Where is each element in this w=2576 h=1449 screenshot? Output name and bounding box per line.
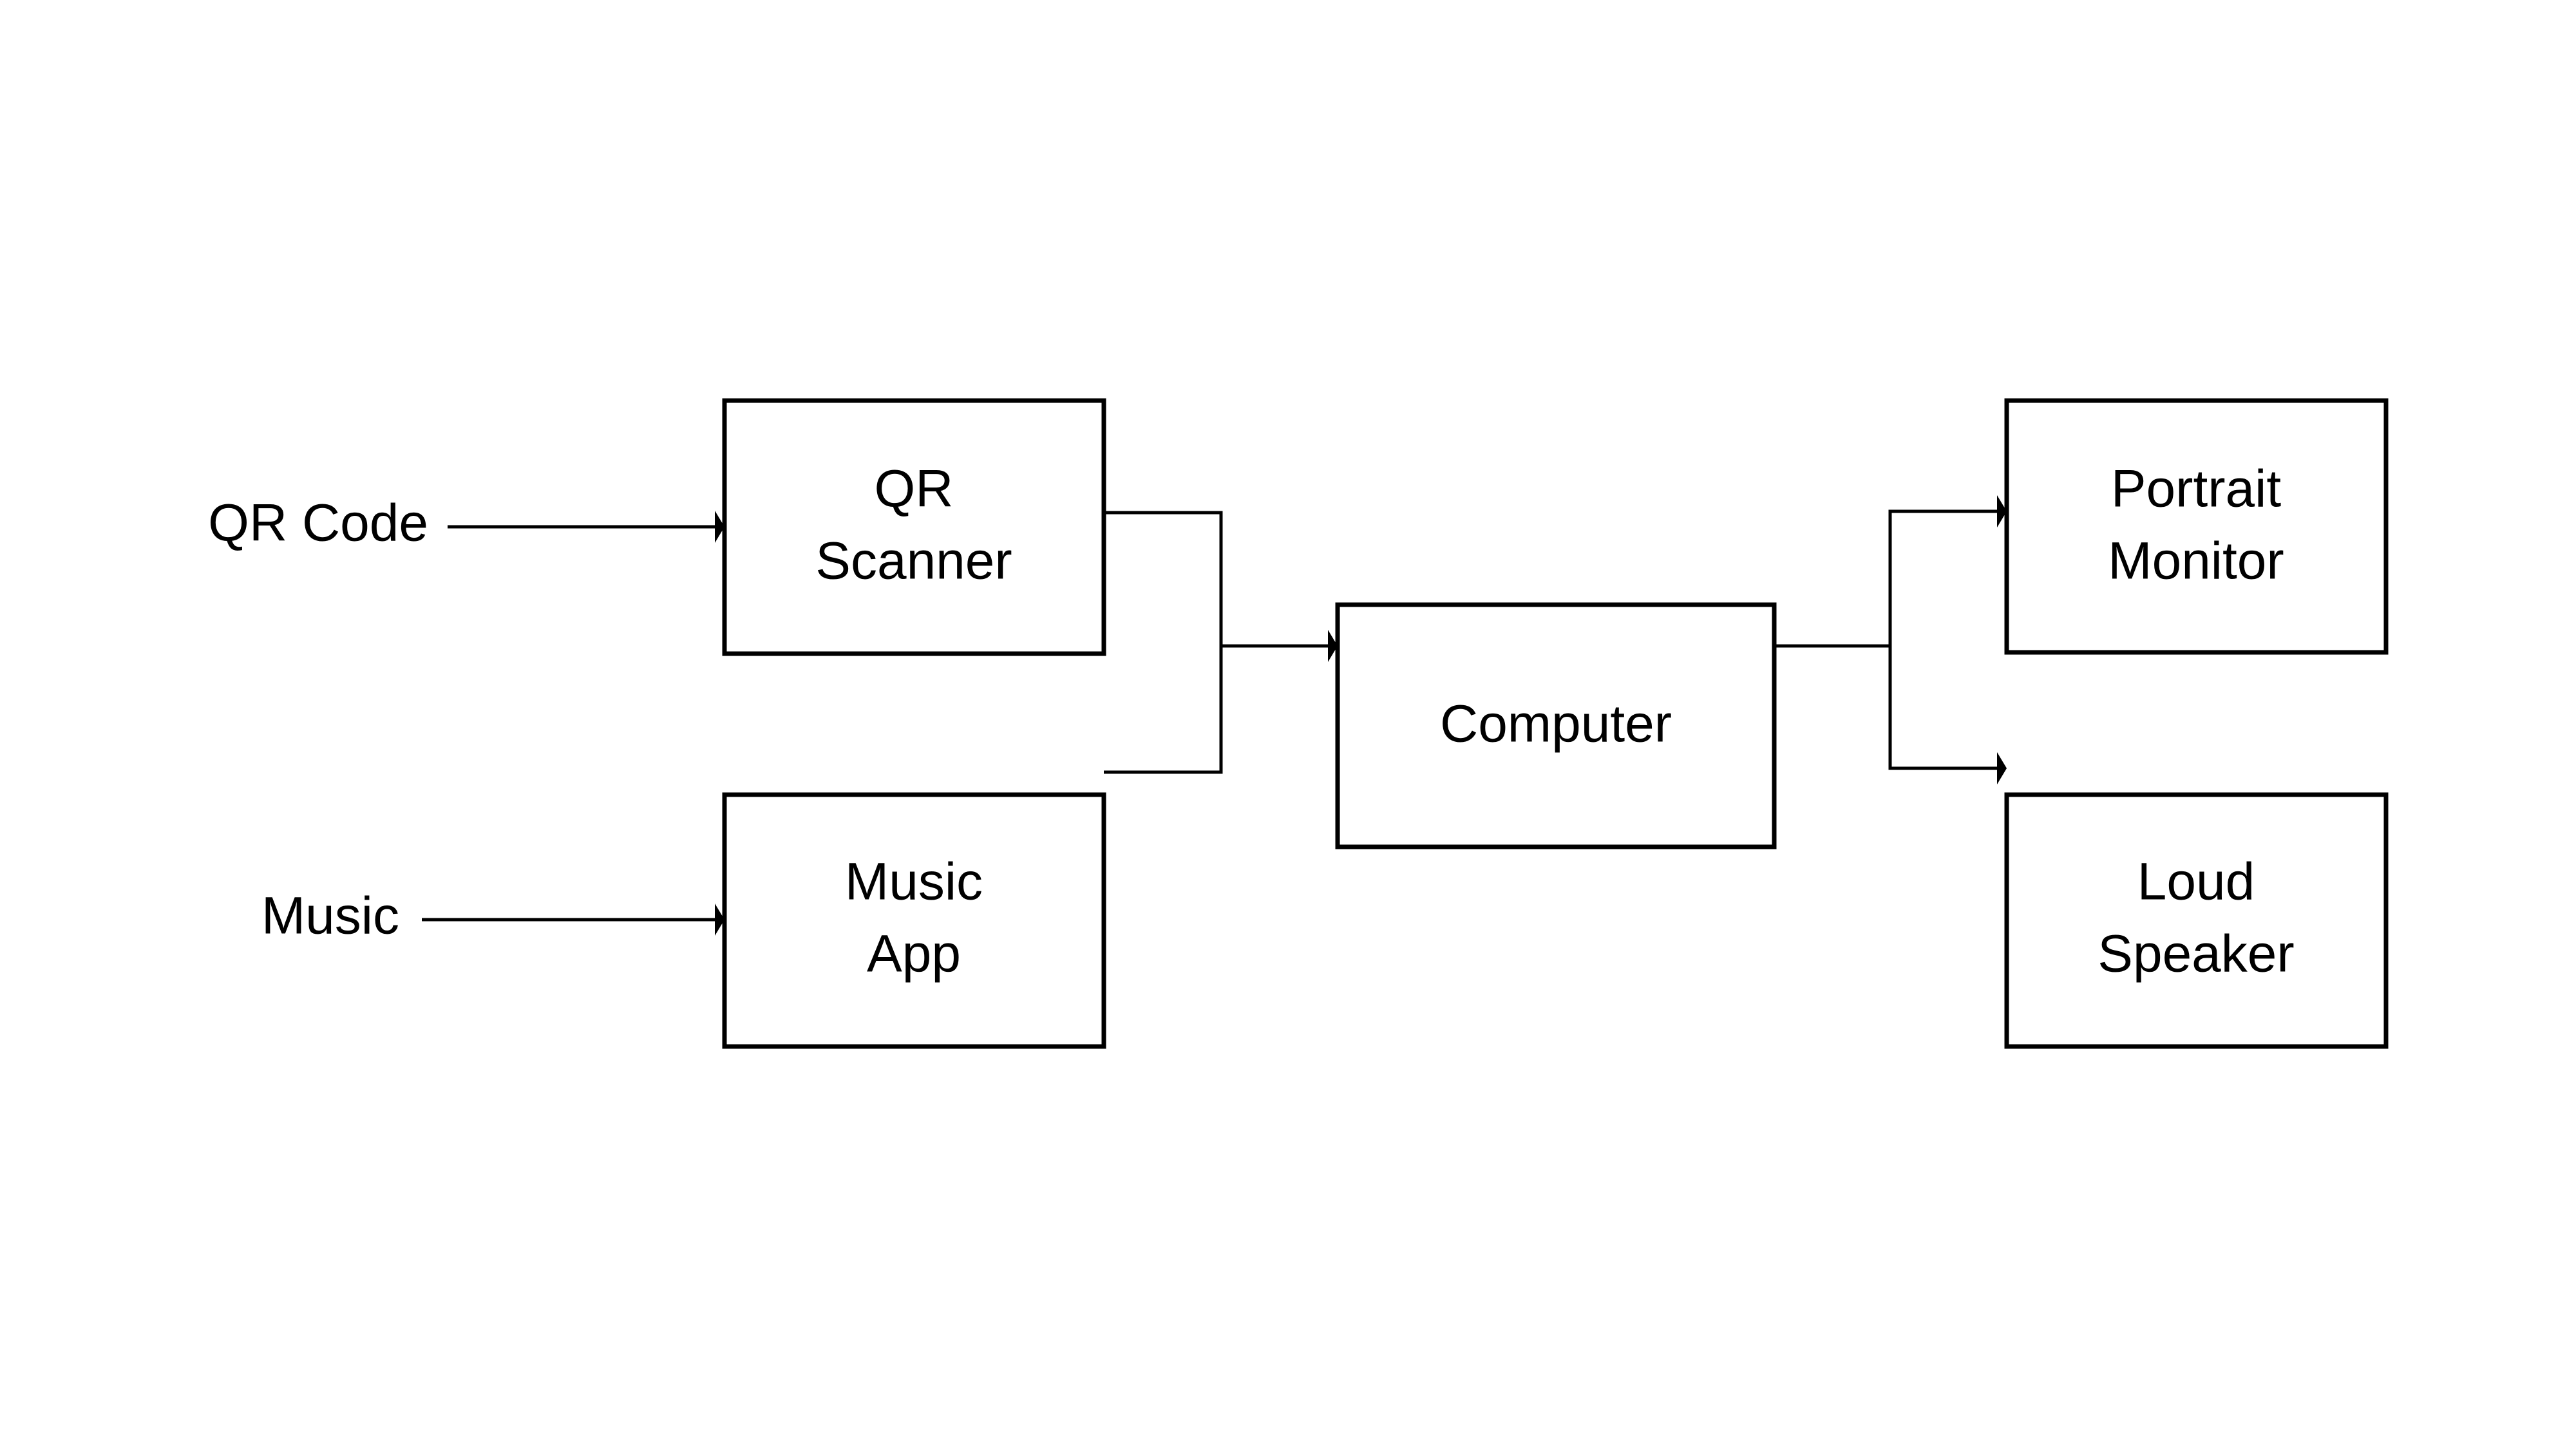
node-label-qr-scanner-line2: Scanner (815, 532, 1012, 591)
node-label-qr-scanner-line1: QR (875, 460, 954, 518)
node-label-loud-speaker-line1: Loud (2137, 853, 2255, 911)
node-loud-speaker[interactable]: Loud Speaker (2004, 792, 2389, 1049)
node-portrait-monitor[interactable]: Portrait Monitor (2004, 398, 2389, 655)
node-label-music-app-line2: App (867, 925, 961, 983)
arrow-head-icon (715, 511, 724, 543)
arrow-head-icon (1997, 752, 2007, 784)
node-box-portrait-monitor[interactable] (2004, 398, 2389, 655)
node-box-qr-scanner[interactable] (722, 398, 1106, 656)
node-music-app[interactable]: Music App (722, 792, 1106, 1049)
connector-path (1104, 511, 1328, 648)
node-label-portrait-monitor-line1: Portrait (2111, 460, 2282, 518)
arrow-head-icon (715, 904, 724, 936)
connector-scanner-to-computer (1104, 511, 1328, 648)
connector-musicapp-to-computer (1104, 630, 1338, 774)
node-box-computer[interactable] (1335, 602, 1777, 849)
node-label-portrait-monitor-line2: Monitor (2108, 532, 2284, 591)
node-computer[interactable]: Computer (1335, 602, 1777, 849)
arrow-head-icon (1997, 495, 2007, 527)
connector-computer-to-speaker (1888, 646, 2007, 784)
arrow-head-icon (1328, 630, 1338, 662)
connector-path (1104, 644, 1328, 774)
node-box-music-app[interactable] (722, 792, 1106, 1049)
input-label-music: Music (261, 887, 399, 945)
input-label-qr-code: QR Code (208, 494, 428, 553)
connector-qrcode-to-scanner (448, 511, 724, 543)
node-qr-scanner[interactable]: QR Scanner (722, 398, 1106, 656)
connector-music-to-musicapp (422, 904, 724, 936)
node-box-loud-speaker[interactable] (2004, 792, 2389, 1049)
node-label-loud-speaker-line2: Speaker (2098, 925, 2294, 983)
node-label-music-app-line1: Music (845, 853, 983, 911)
node-label-computer: Computer (1440, 695, 1672, 753)
connector-computer-to-monitor (1774, 495, 2007, 648)
connector-path (1888, 646, 1997, 770)
connector-path (1774, 509, 1997, 648)
